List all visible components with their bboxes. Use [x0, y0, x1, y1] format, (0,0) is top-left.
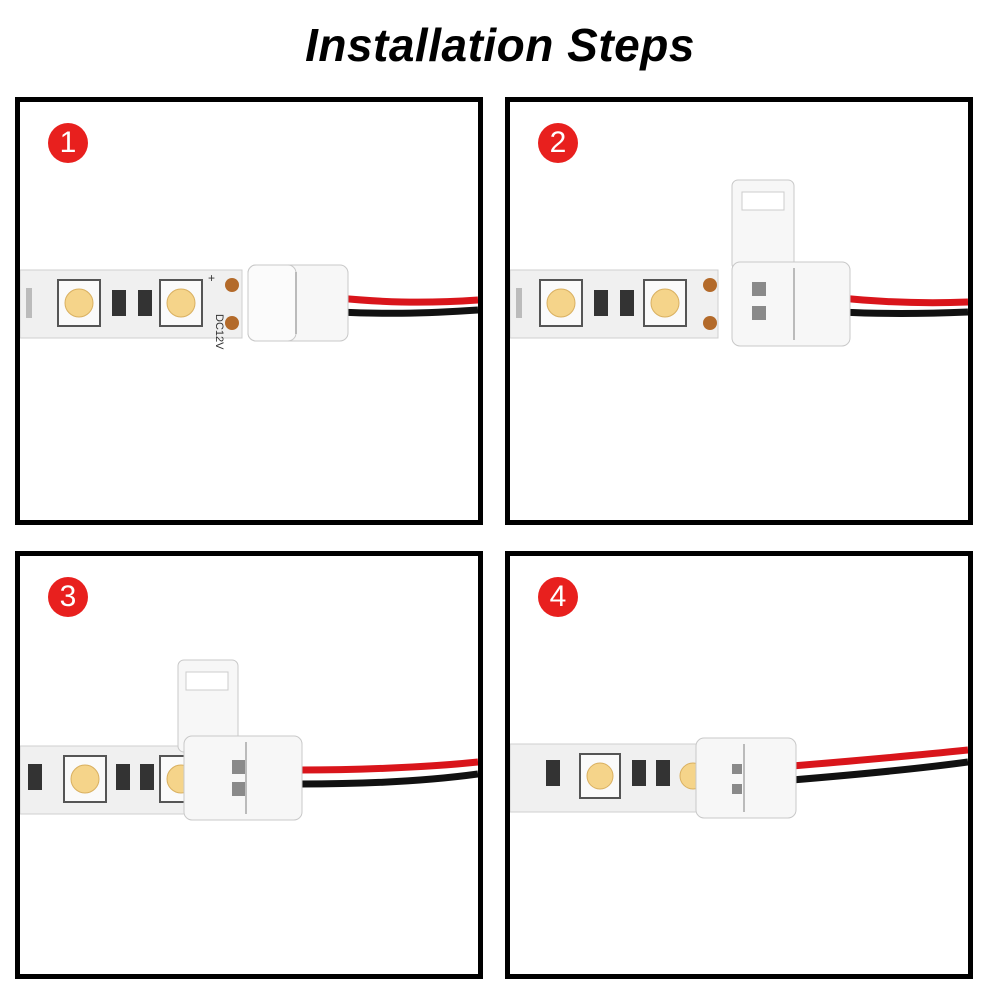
resistor	[656, 760, 670, 786]
black-wire	[839, 308, 968, 317]
red-wire	[337, 294, 478, 306]
step-number-badge: 4	[538, 577, 578, 617]
resistor	[140, 764, 154, 790]
red-wire	[791, 746, 968, 770]
resistor	[28, 764, 42, 790]
step-number-badge: 3	[48, 577, 88, 617]
black-wire	[337, 306, 478, 317]
connector-lid-open	[731, 179, 795, 271]
connector	[247, 264, 349, 342]
step-number-badge: 2	[538, 123, 578, 163]
resistor	[620, 290, 634, 316]
copper-pad	[225, 278, 239, 292]
connector-closed	[695, 737, 797, 819]
led-chip	[539, 279, 583, 327]
led-chip	[159, 279, 203, 327]
strip-plus-label: +	[208, 271, 215, 285]
copper-pad	[703, 316, 717, 330]
strip-voltage-label: DC12V	[213, 314, 225, 350]
led-chip	[63, 755, 107, 803]
copper-pad	[225, 316, 239, 330]
step-panel-1: 1 DC12V +	[15, 97, 483, 525]
black-wire	[299, 770, 478, 788]
led-strip-illustration	[510, 737, 968, 819]
connector	[731, 261, 851, 347]
step-panel-2: 2	[505, 97, 973, 525]
black-wire	[791, 758, 968, 784]
resistor	[112, 290, 126, 316]
connector-lid-open	[177, 659, 239, 753]
connector	[183, 735, 303, 821]
led-chip	[579, 753, 621, 799]
page-title: Installation Steps	[305, 19, 695, 71]
red-wire	[299, 758, 478, 774]
step-number-badge: 1	[48, 123, 88, 163]
step-panel-3: 3	[15, 551, 483, 979]
resistor	[116, 764, 130, 790]
led-strip-illustration	[510, 179, 968, 347]
resistor	[546, 760, 560, 786]
led-chip	[643, 279, 687, 327]
step-panel-4: 4	[505, 551, 973, 979]
resistor	[632, 760, 646, 786]
red-wire	[839, 294, 968, 307]
led-strip-illustration: DC12V +	[20, 264, 478, 350]
copper-pad	[703, 278, 717, 292]
led-strip-illustration	[20, 659, 478, 821]
led-chip	[57, 279, 101, 327]
resistor	[138, 290, 152, 316]
resistor	[594, 290, 608, 316]
